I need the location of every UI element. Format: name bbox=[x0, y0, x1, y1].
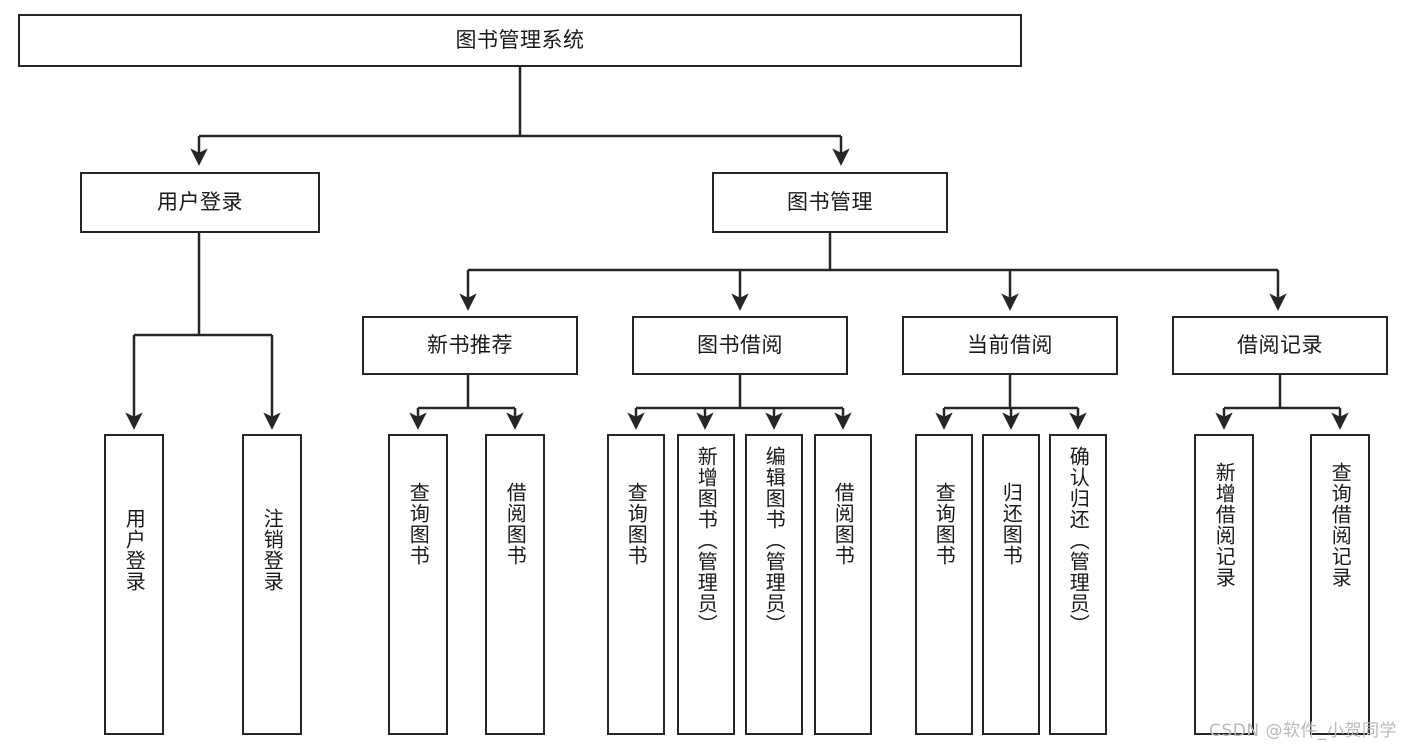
leaf-logout-label: 注销登录 bbox=[260, 508, 285, 592]
leaf-add-record-label: 新增借阅记录 bbox=[1212, 462, 1237, 588]
node-book-management-label: 图书管理 bbox=[787, 189, 873, 214]
node-current-borrow[interactable]: 当前借阅 bbox=[902, 316, 1118, 375]
leaf-edit-book-label: 编辑图书（管理员） bbox=[762, 446, 787, 635]
leaf-add-record[interactable]: 新增借阅记录 bbox=[1194, 434, 1254, 735]
node-book-borrow-label: 图书借阅 bbox=[697, 332, 783, 357]
leaf-query-record[interactable]: 查询借阅记录 bbox=[1310, 434, 1370, 735]
node-book-management[interactable]: 图书管理 bbox=[712, 172, 948, 233]
node-new-book-recommend-label: 新书推荐 bbox=[427, 332, 513, 357]
leaf-logout[interactable]: 注销登录 bbox=[242, 434, 302, 735]
node-root[interactable]: 图书管理系统 bbox=[18, 14, 1022, 67]
leaf-add-book[interactable]: 新增图书（管理员） bbox=[677, 434, 735, 735]
leaf-user-login-label: 用户登录 bbox=[122, 508, 147, 592]
leaf-query-record-label: 查询借阅记录 bbox=[1328, 462, 1353, 588]
leaf-borrow-book-1-label: 借阅图书 bbox=[503, 482, 528, 566]
leaf-return-book[interactable]: 归还图书 bbox=[982, 434, 1040, 735]
leaf-confirm-return-label: 确认归还（管理员） bbox=[1066, 446, 1091, 635]
watermark: CSDN @软件_小贺同学 bbox=[1209, 721, 1397, 741]
node-book-borrow[interactable]: 图书借阅 bbox=[632, 316, 848, 375]
leaf-query-book-2-label: 查询图书 bbox=[624, 482, 649, 566]
node-borrow-record-label: 借阅记录 bbox=[1237, 332, 1323, 357]
node-user-login[interactable]: 用户登录 bbox=[80, 172, 320, 233]
node-new-book-recommend[interactable]: 新书推荐 bbox=[362, 316, 578, 375]
node-current-borrow-label: 当前借阅 bbox=[967, 332, 1053, 357]
leaf-borrow-book-2-label: 借阅图书 bbox=[831, 482, 856, 566]
leaf-confirm-return[interactable]: 确认归还（管理员） bbox=[1049, 434, 1107, 735]
leaf-borrow-book-1[interactable]: 借阅图书 bbox=[485, 434, 545, 735]
leaf-query-book-2[interactable]: 查询图书 bbox=[607, 434, 665, 735]
leaf-add-book-label: 新增图书（管理员） bbox=[694, 446, 719, 635]
node-borrow-record[interactable]: 借阅记录 bbox=[1172, 316, 1388, 375]
leaf-query-book-1-label: 查询图书 bbox=[406, 482, 431, 566]
leaf-return-book-label: 归还图书 bbox=[999, 482, 1024, 566]
leaf-query-book-3-label: 查询图书 bbox=[932, 482, 957, 566]
leaf-query-book-3[interactable]: 查询图书 bbox=[915, 434, 973, 735]
leaf-query-book-1[interactable]: 查询图书 bbox=[388, 434, 448, 735]
leaf-borrow-book-2[interactable]: 借阅图书 bbox=[814, 434, 872, 735]
leaf-user-login[interactable]: 用户登录 bbox=[104, 434, 164, 735]
node-user-login-label: 用户登录 bbox=[157, 189, 243, 214]
node-root-label: 图书管理系统 bbox=[455, 27, 585, 52]
leaf-edit-book[interactable]: 编辑图书（管理员） bbox=[745, 434, 803, 735]
